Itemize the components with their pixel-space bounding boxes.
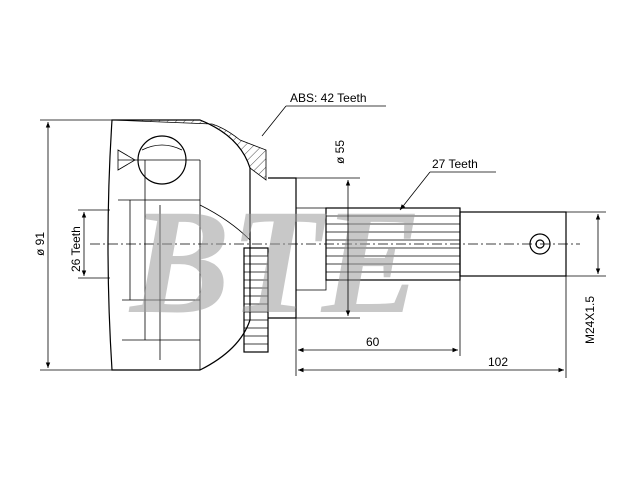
ball-cage-line <box>141 144 183 151</box>
thread-dimension: M24X1.5 <box>566 211 606 344</box>
inner-teeth-dimension: 26 Teeth <box>69 209 110 279</box>
total-length-dimension: 102 <box>298 276 567 378</box>
bore-diameter-label: ø 55 <box>333 140 347 164</box>
shoulder <box>268 177 297 319</box>
outer-teeth-label: 27 Teeth <box>432 157 478 171</box>
threaded-end <box>459 211 567 277</box>
abs-callout: ABS: 42 Teeth <box>261 91 386 137</box>
spline-length-label: 60 <box>366 335 380 349</box>
thread-label: M24X1.5 <box>583 296 597 344</box>
total-length-label: 102 <box>488 355 508 369</box>
abs-ring <box>243 247 269 353</box>
outer-teeth-callout: 27 Teeth <box>399 157 496 211</box>
inner-teeth-label: 26 Teeth <box>69 226 83 272</box>
bell-housing <box>107 119 267 371</box>
spline-length-dimension: 60 <box>295 280 461 376</box>
outer-diameter-label: ø 91 <box>33 232 47 256</box>
abs-teeth-label: ABS: 42 Teeth <box>290 91 367 105</box>
watermark-text: BTE <box>128 179 422 345</box>
outer-diameter-dimension: ø 91 <box>33 119 112 371</box>
ball <box>137 135 187 185</box>
bore-diameter-dimension: ø 55 <box>296 140 360 319</box>
